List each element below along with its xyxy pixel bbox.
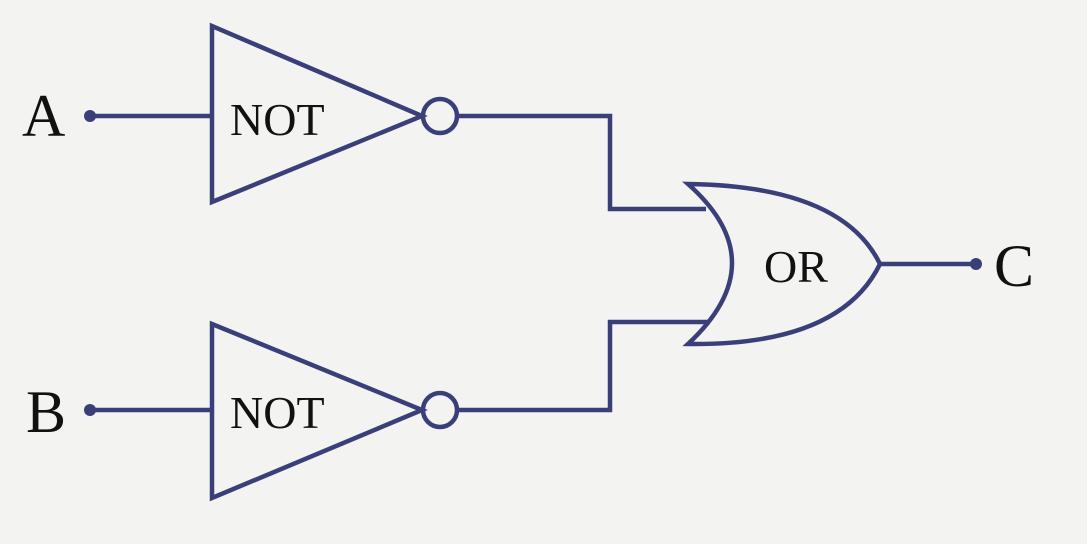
input-b-label: B	[26, 379, 66, 445]
input-a-label: A	[22, 83, 65, 149]
or-gate	[681, 181, 883, 347]
not-gate-bottom	[209, 320, 428, 502]
output-c-label: C	[994, 233, 1034, 299]
or-gate-label: OR	[764, 241, 828, 292]
not-gate-top-label: NOT	[230, 94, 325, 145]
output-c-terminal	[970, 258, 982, 270]
not-gate-bottom-bubble	[420, 390, 460, 430]
not-gate-top-bubble	[420, 96, 460, 136]
bottom-to-or-wire	[457, 319, 710, 413]
not-gate-bottom-label: NOT	[230, 387, 325, 438]
not-gate-top	[209, 22, 428, 206]
top-to-or-wire	[457, 113, 706, 212]
